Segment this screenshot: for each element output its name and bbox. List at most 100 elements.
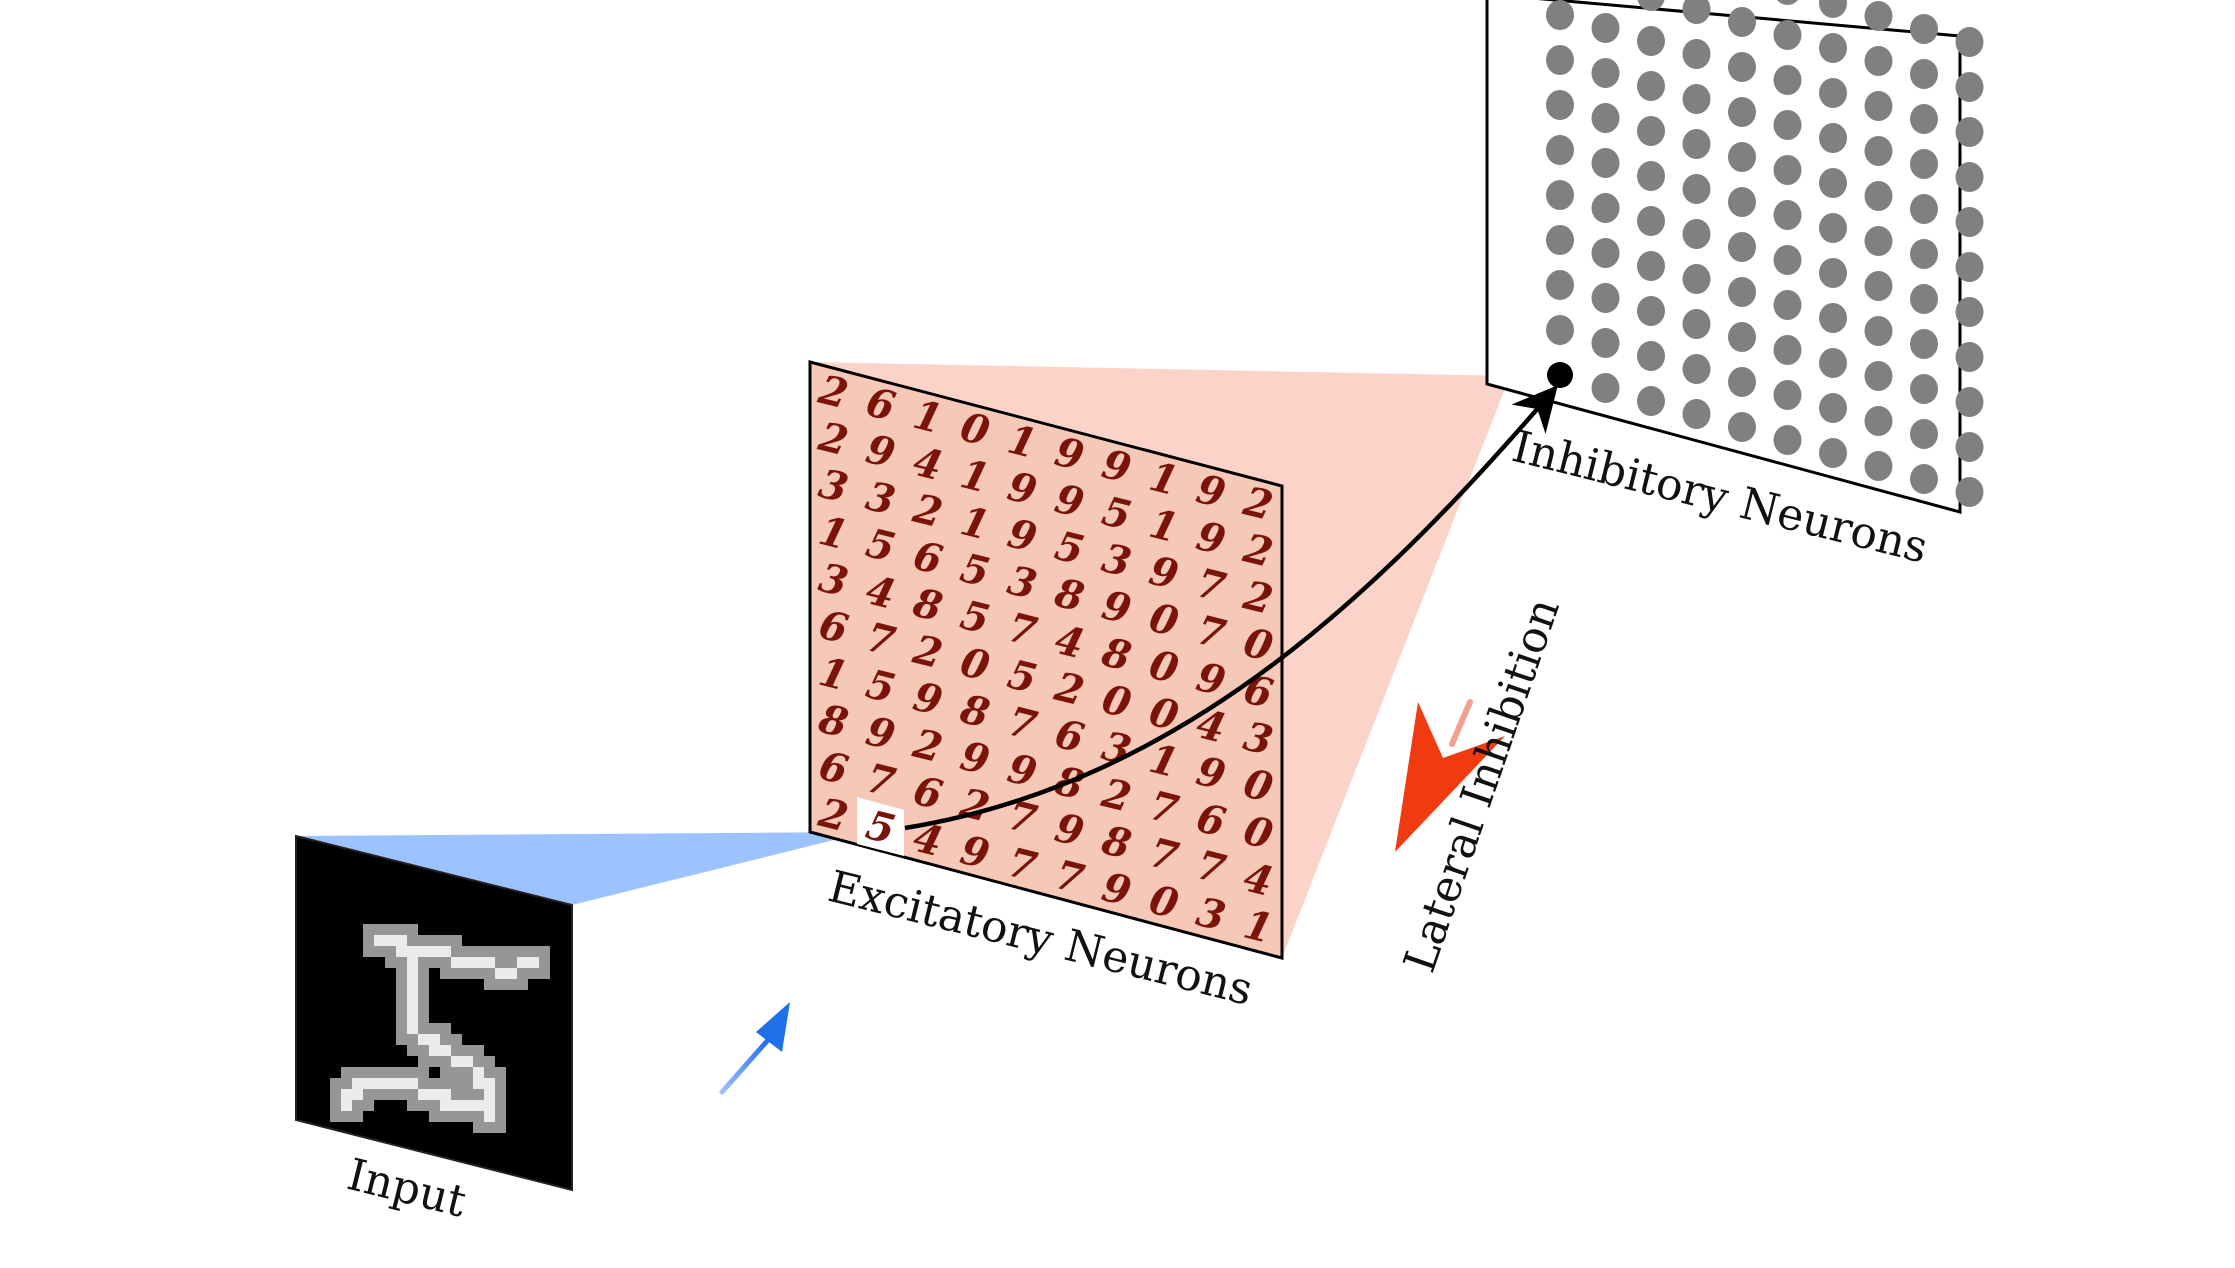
input-pixel: [396, 979, 407, 990]
input-pixel: [429, 935, 440, 946]
input-pixel: [341, 1078, 352, 1089]
input-pixel: [484, 1056, 495, 1067]
input-pixel: [374, 1067, 385, 1078]
input-pixel: [528, 957, 539, 968]
inhibitory-neuron-dot: [1728, 277, 1756, 307]
input-pixel: [473, 968, 484, 979]
input-pixel: [451, 1034, 462, 1045]
inhibitory-neuron-dot: [1637, 161, 1665, 191]
input-pixel: [506, 946, 517, 957]
input-pixel: [363, 924, 374, 935]
inhibitory-neuron-dot: [1864, 271, 1893, 301]
input-pixel: [396, 1089, 407, 1100]
input-pixel: [374, 946, 385, 957]
input-pixel: [407, 1034, 418, 1045]
input-pixel: [374, 1078, 385, 1089]
inhibitory-neuron-dot: [1819, 0, 1847, 18]
input-pixel: [440, 957, 451, 968]
inhibitory-neuron-dot: [1955, 297, 1984, 327]
input-pixel: [396, 946, 407, 957]
input-pixel: [495, 1078, 506, 1089]
input-pixel: [418, 1056, 429, 1067]
inhibitory-neuron-dot: [1728, 142, 1756, 172]
inhibitory-neuron-dot: [1910, 284, 1938, 314]
inhibitory-neuron-dot: [1682, 0, 1711, 24]
input-pixel: [363, 1067, 374, 1078]
inhibitory-neuron-dot: [1591, 58, 1620, 88]
input-pixel: [352, 1078, 363, 1089]
inhibitory-neuron-dot: [1591, 148, 1620, 178]
inhibitory-neuron-dot: [1819, 438, 1847, 468]
inhibitory-neuron-dot: [1637, 71, 1665, 101]
inhibitory-neuron-dot: [1955, 477, 1984, 507]
inhibitory-neuron-dot: [1955, 207, 1984, 237]
active-neuron-highlight: [857, 797, 904, 856]
input-pixel: [407, 935, 418, 946]
input-pixel: [484, 1067, 495, 1078]
input-pixel: [352, 1089, 363, 1100]
input-pixel: [396, 1078, 407, 1089]
inhibitory-neuron-dot: [1546, 45, 1574, 75]
inhibitory-dot-grid: [1546, 0, 1984, 507]
inhibitory-neuron-dot: [1637, 251, 1665, 281]
inhibitory-neuron-dot: [1864, 91, 1893, 121]
input-pixel: [418, 1100, 429, 1111]
input-pixel: [407, 957, 418, 968]
input-pixel: [473, 957, 484, 968]
input-pixel: [462, 1056, 473, 1067]
input-pixel: [451, 957, 462, 968]
input-pixel: [429, 946, 440, 957]
input-pixel: [484, 979, 495, 990]
input-pixel: [374, 935, 385, 946]
inhibitory-neuron-dot: [1682, 399, 1711, 429]
inhibitory-neuron-dot: [1591, 283, 1620, 313]
inhibitory-neuron-dot: [1637, 296, 1665, 326]
input-pixel: [396, 968, 407, 979]
input-pixel: [451, 968, 462, 979]
input-pixel: [407, 979, 418, 990]
input-pixel: [528, 946, 539, 957]
inhibitory-neuron-dot: [1864, 1, 1893, 31]
input-pixel: [385, 946, 396, 957]
input-pixel: [451, 1056, 462, 1067]
inhibitory-neuron-dot: [1591, 103, 1620, 133]
input-pixel: [385, 957, 396, 968]
input-pixel: [396, 1067, 407, 1078]
inhibitory-neuron-dot: [1728, 187, 1756, 217]
input-pixel: [407, 990, 418, 1001]
input-pixel: [418, 1078, 429, 1089]
input-pixel: [385, 935, 396, 946]
input-pixel: [341, 1067, 352, 1078]
input-pixel: [352, 1100, 363, 1111]
inhibitory-neuron-dot: [1864, 316, 1893, 346]
inhibitory-neuron-dot: [1637, 341, 1665, 371]
inhibitory-neuron-dot: [1910, 14, 1938, 44]
inhibitory-neuron-dot: [1773, 65, 1802, 95]
input-pixel: [539, 946, 550, 957]
inhibitory-neuron-dot: [1819, 303, 1847, 333]
input-pixel: [517, 968, 528, 979]
input-pixel: [407, 946, 418, 957]
input-pixel: [429, 1023, 440, 1034]
inhibitory-neuron-dot: [1910, 374, 1938, 404]
input-digit-image: [330, 924, 550, 1133]
input-pixel: [341, 1100, 352, 1111]
input-pixel: [517, 979, 528, 990]
input-pixel: [451, 1089, 462, 1100]
input-pixel: [462, 1078, 473, 1089]
input-pixel: [363, 946, 374, 957]
inhibitory-neuron-dot: [1591, 373, 1620, 403]
input-pixel: [451, 935, 462, 946]
input-pixel: [407, 968, 418, 979]
inhibitory-neuron-dot: [1682, 354, 1711, 384]
input-pixel: [440, 946, 451, 957]
inhibitory-neuron-dot: [1773, 425, 1802, 455]
inhibitory-neuron-dot: [1955, 162, 1984, 192]
input-pixel: [341, 1111, 352, 1122]
inhibitory-neuron-dot: [1819, 33, 1847, 63]
input-pixel: [473, 1100, 484, 1111]
inhibitory-neuron-dot: [1864, 451, 1893, 481]
input-pixel: [396, 1034, 407, 1045]
input-pixel: [462, 1045, 473, 1056]
inhibitory-neuron-dot: [1910, 149, 1938, 179]
